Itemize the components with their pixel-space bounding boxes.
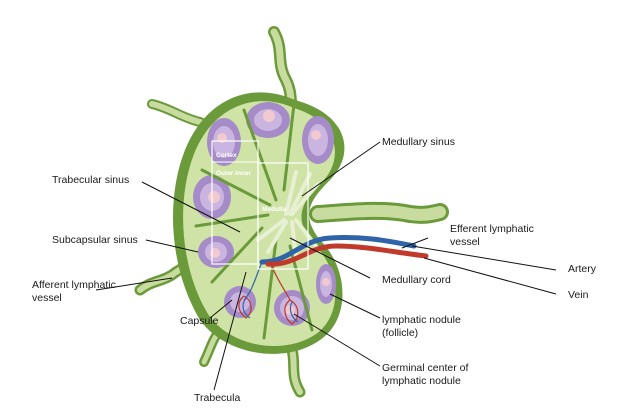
trabeculae <box>194 102 314 340</box>
medulla-box <box>257 162 309 270</box>
label-afferent-vessel-line2: vessel <box>32 292 62 304</box>
label-trabecular-sinus: Trabecular sinus <box>52 174 129 186</box>
label-efferent-vessel-line2: vessel <box>450 236 480 248</box>
leader-lines <box>95 141 557 391</box>
label-subcapsular-sinus: Subcapsular sinus <box>52 234 138 246</box>
label-medullary-cord: Medullary cord <box>382 274 451 286</box>
label-trabecula: Trabecula <box>194 392 240 404</box>
label-germinal-center-line1: Germinal center of <box>382 362 468 374</box>
label-germinal-center-line2: lymphatic nodule <box>382 375 461 387</box>
label-medullary-sinus: Medullary sinus <box>382 136 455 148</box>
label-afferent-vessel-line1: Afferent lymphatic <box>32 279 116 291</box>
label-vein: Vein <box>568 289 589 301</box>
region-label-medulla: Medulla <box>262 206 287 213</box>
region-label-cortex: Cortex <box>216 152 237 159</box>
vein <box>259 234 417 265</box>
label-capsule: Capsule <box>180 315 219 327</box>
region-label-inner-cortex: Outer Inner <box>216 170 252 177</box>
label-lymphatic-nodule-line1: lymphatic nodule <box>382 314 461 326</box>
label-artery: Artery <box>568 263 597 275</box>
label-efferent-vessel-line1: Efferent lymphatic <box>450 223 534 235</box>
artery <box>265 243 429 267</box>
label-lymphatic-nodule-line2: (follicle) <box>382 327 418 339</box>
